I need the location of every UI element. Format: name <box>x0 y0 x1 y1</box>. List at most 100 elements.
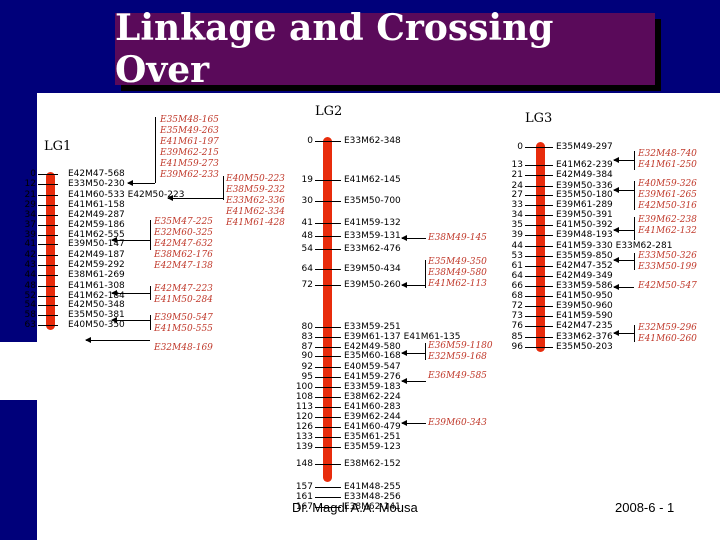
lg2-marker-name: E41M60-283 <box>344 402 401 412</box>
lg1-annotation-line: E40M50-223 <box>226 174 285 184</box>
lg2-marker-name: E39M50-434 <box>344 264 401 274</box>
lg1-annotation-line: E39M62-215 <box>160 148 219 158</box>
lg3-marker-position: 68 <box>511 291 523 301</box>
lg1-marker-name: E42M59-186 <box>68 220 125 230</box>
lg3-marker-tick <box>525 147 553 148</box>
lg1-marker-position: 42 <box>24 250 36 260</box>
lg3-marker-name: E39M50-960 <box>556 301 613 311</box>
lg3-marker-name: E42M49-384 <box>556 170 613 180</box>
pointer-arrow <box>613 227 634 233</box>
lg1-marker-tick <box>38 265 58 266</box>
lg2-marker-name: E41M59-276 <box>344 372 401 382</box>
left-gap <box>0 342 37 400</box>
lg3-marker-position: 64 <box>511 271 523 281</box>
lg2-marker-tick <box>315 201 341 202</box>
lg3-marker-name: E35M59-850 <box>556 251 613 261</box>
lg2-marker-position: 83 <box>301 332 313 342</box>
lg3-annotation-line: E39M61-265 <box>638 190 697 200</box>
lg2-marker-name: E39M50-260 <box>344 280 401 290</box>
lg3-marker-tick <box>525 276 553 277</box>
lg2-marker-tick <box>315 397 341 398</box>
lg2-annotation-line: E32M59-168 <box>428 352 487 362</box>
lg2-marker-name: E38M62-152 <box>344 459 401 469</box>
bracket-line <box>150 315 151 330</box>
lg1-marker-tick <box>38 174 58 175</box>
lg1-marker-name: E35M50-381 <box>68 310 125 320</box>
lg1-annotation-line: E38M59-232 <box>226 185 285 195</box>
lg1-marker-name: E41M61-308 <box>68 281 125 291</box>
lg3-marker-name: E33M62-376 <box>556 332 613 342</box>
lg2-marker-name: E35M60-168 <box>344 351 401 361</box>
bracket-line <box>634 151 635 170</box>
lg3-marker-name: E39M50-391 <box>556 210 613 220</box>
lg2-marker-name: E35M61-251 <box>344 432 401 442</box>
lg3-marker-name: E35M49-297 <box>556 142 613 152</box>
title-box: Linkage and Crossing Over <box>115 7 655 91</box>
lg2-marker-position: 126 <box>295 422 313 432</box>
lg2-marker-name: E33M59-131 <box>344 231 401 241</box>
lg1-marker-name: E42M47-568 <box>68 169 125 179</box>
lg1-annotation-line: E39M62-233 <box>160 170 219 180</box>
lg2-marker-tick <box>315 223 341 224</box>
lg2-marker-name: E41M60-479 <box>344 422 401 432</box>
lg1-marker-tick <box>38 215 58 216</box>
pointer-arrow <box>613 187 634 193</box>
lg2-marker-position: 90 <box>301 351 313 361</box>
lg3-marker-tick <box>525 165 553 166</box>
lg2-marker-position: 133 <box>295 432 313 442</box>
pointer-arrow <box>85 337 150 343</box>
lg2-marker-tick <box>315 447 341 448</box>
lg3-annotation-line: E33M50-199 <box>638 262 697 272</box>
lg3-marker-name: E35M50-203 <box>556 342 613 352</box>
lg1-marker-position: 21 <box>24 190 36 200</box>
lg2-annotation-line: E36M49-585 <box>428 371 487 381</box>
lg2-marker-tick <box>315 427 341 428</box>
lg1-marker-name: E42M59-292 <box>68 260 125 270</box>
lg3-marker-name: E39M61-289 <box>556 200 613 210</box>
lg1-annotation-line: E42M47-138 <box>154 261 213 271</box>
lg2-marker-position: 92 <box>301 362 313 372</box>
footer-author: Dr. Magdi A.A. Mousa <box>292 500 418 515</box>
lg2-marker-position: 157 <box>295 482 313 492</box>
lg2-marker-tick <box>315 487 341 488</box>
lg2-marker-name: E33M59-251 <box>344 322 401 332</box>
lg3-marker-position: 39 <box>511 230 523 240</box>
lg1-annotation-line: E38M62-176 <box>154 250 213 260</box>
lg2-annotation-line: E38M49-580 <box>428 268 487 278</box>
lg2-marker-position: 30 <box>301 196 313 206</box>
lg1-marker-tick <box>38 325 58 326</box>
bracket-line <box>223 176 224 200</box>
lg1-marker-tick <box>38 205 58 206</box>
pointer-arrow <box>111 290 150 296</box>
lg3-annotation-line: E39M62-238 <box>638 215 697 225</box>
lg1-annotation-line: E32M48-169 <box>154 343 213 353</box>
lg1-annotation-line: E41M50-284 <box>154 295 213 305</box>
lg2-marker-position: 113 <box>295 402 313 412</box>
lg2-marker-tick <box>315 367 341 368</box>
lg1-marker-position: 29 <box>24 200 36 210</box>
lg1-marker-position: 39 <box>24 230 36 240</box>
lg1-annotation-line: E41M61-197 <box>160 137 219 147</box>
lg3-marker-tick <box>525 316 553 317</box>
lg3-annotation-line: E40M59-326 <box>638 179 697 189</box>
lg2-marker-position: 167 <box>295 502 313 512</box>
lg1-marker-name: E42M49-287 <box>68 210 125 220</box>
lg2-marker-tick <box>315 507 341 508</box>
lg2-annotation-line: E35M49-350 <box>428 257 487 267</box>
lg3-marker-tick <box>525 205 553 206</box>
lg3-marker-position: 0 <box>517 142 523 152</box>
lg2-marker-name: E33M62-348 <box>344 136 401 146</box>
lg2-marker-position: 87 <box>301 342 313 352</box>
lg3-marker-position: 76 <box>511 321 523 331</box>
lg1-annotation-line: E35M48-165 <box>160 115 219 125</box>
bracket-line <box>425 343 426 360</box>
lg3-marker-tick <box>525 296 553 297</box>
lg2-marker-position: 19 <box>301 175 313 185</box>
